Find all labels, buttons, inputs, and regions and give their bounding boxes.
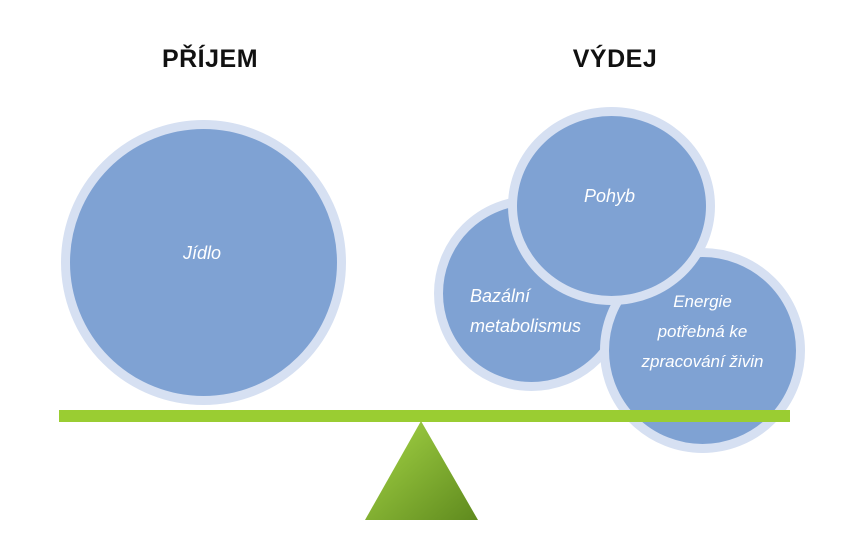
movement-label: Pohyb [584,186,636,206]
intake-heading: PŘÍJEM [161,45,259,73]
movement-circle [508,107,715,305]
food-label: Jídlo [183,243,222,263]
balance-beam [59,410,790,422]
basal-metabolism-label: Bazální metabolismus [470,286,582,336]
food-circle [61,120,346,405]
fulcrum-triangle [365,421,478,520]
expenditure-heading: VÝDEJ [572,45,658,73]
digestion-energy-label: Energie potřebná ke zpracování živin [641,292,764,371]
